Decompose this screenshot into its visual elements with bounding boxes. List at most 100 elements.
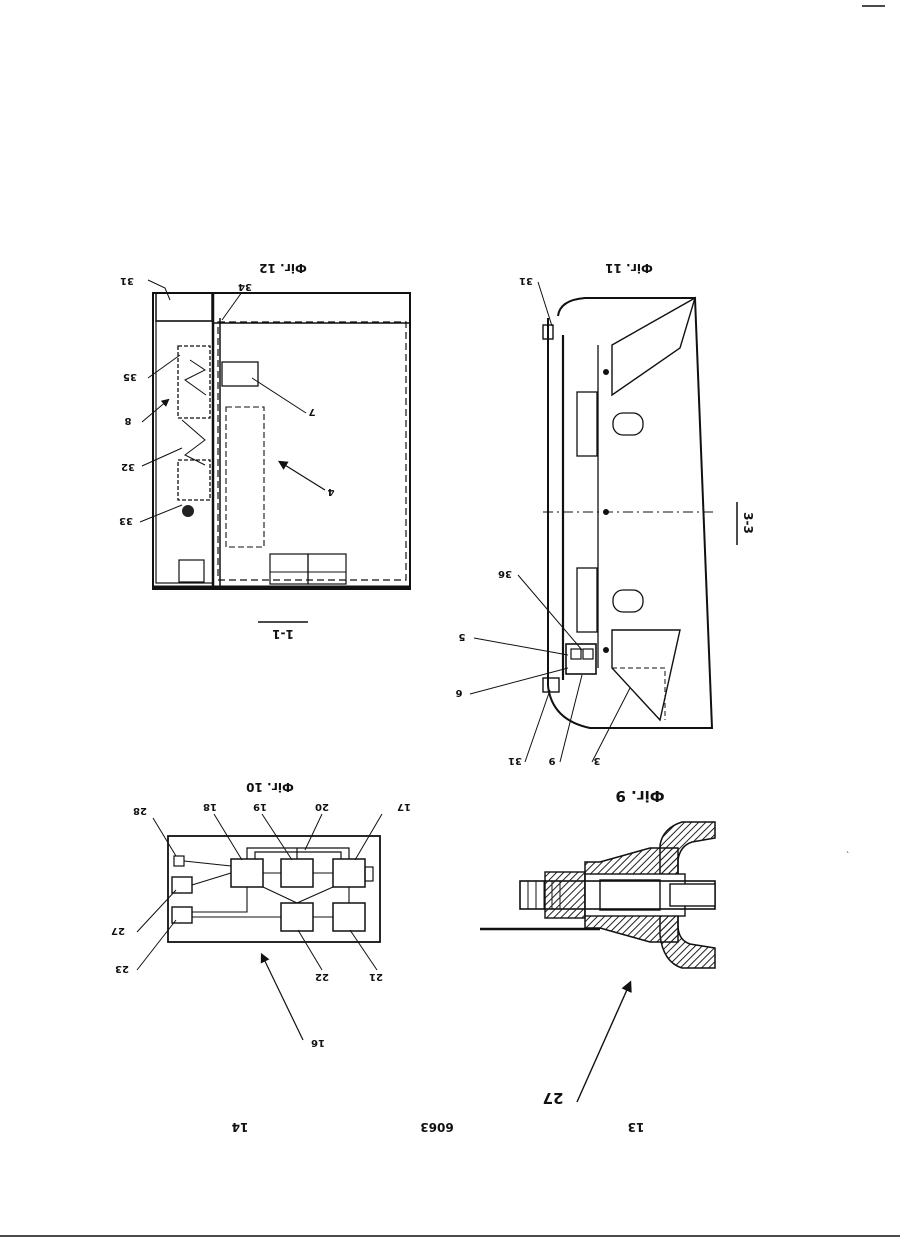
- fig11-leader-9: [560, 675, 582, 762]
- fig12-leader-31: [148, 280, 170, 300]
- fig12-module-lower: [178, 460, 210, 500]
- fig12-label-33: 33: [119, 515, 133, 526]
- fig10-links: [184, 861, 349, 917]
- fig12-housing: [153, 293, 410, 589]
- fig11-block-5-inner: [571, 649, 581, 659]
- fig10-leader-20: [305, 814, 322, 850]
- fig11-label-36: 36: [498, 568, 512, 579]
- patent-number: 6063: [420, 1120, 453, 1134]
- fig9-shaft-end: [670, 884, 715, 906]
- fig10-label-27: 27: [111, 925, 125, 936]
- fig12-leader-32: [142, 448, 182, 466]
- fig11-screw-1: [603, 369, 609, 375]
- fig12-label-31: 31: [120, 275, 134, 286]
- fig10-title: Фіг. 10: [246, 780, 294, 794]
- fig9-label-27: 27: [543, 1089, 564, 1107]
- fig10-label-22: 22: [315, 971, 329, 982]
- fig9-leader-27: [577, 983, 630, 1102]
- fig11-leader-6: [470, 668, 568, 694]
- fig11-label-6: 6: [455, 687, 462, 698]
- fig10-leader-22: [298, 930, 322, 970]
- fig11-upper-wedge: [612, 298, 695, 395]
- fig11-leader-5: [474, 638, 568, 655]
- fig12-label-7: 7: [308, 406, 315, 417]
- fig11-window-lower: [613, 590, 643, 612]
- fig10-label-18: 18: [203, 801, 217, 812]
- fig12-leader-7: [252, 378, 306, 413]
- fig12-label-8: 8: [124, 415, 131, 426]
- fig12-label-32: 32: [121, 461, 135, 472]
- figure-12: Фіг. 12 31: [119, 261, 410, 641]
- fig12-leader-33: [140, 505, 182, 522]
- fig11-lower-wedge: [612, 630, 680, 720]
- fig10-label-21: 21: [369, 971, 383, 982]
- fig10-label-23: 23: [115, 963, 129, 974]
- fig10-label-17: 17: [397, 801, 411, 812]
- fig12-chamber-dashed: [218, 322, 406, 580]
- page-number-left: 14: [232, 1120, 249, 1134]
- fig12-module-upper: [178, 346, 210, 418]
- fig10-block-17: [333, 859, 365, 887]
- figure-10: Фіг. 10 28 18 19 20 17 27 23 22 21 16: [111, 780, 411, 1048]
- fig10-leader-16: [262, 955, 303, 1040]
- fig12-label-4: 4: [327, 486, 334, 497]
- fig12-element-4: [226, 407, 264, 547]
- fig11-label-31a: 31: [519, 275, 533, 286]
- fig10-bus-20: [255, 852, 341, 859]
- figure-9: Фіг. 9 27: [480, 787, 715, 1107]
- fig10-label-19: 19: [253, 801, 267, 812]
- fig10-block-21: [333, 903, 365, 931]
- fig10-label-16: 16: [311, 1037, 325, 1048]
- fig12-terminal: [182, 505, 194, 517]
- fig10-block-22: [281, 903, 313, 931]
- fig10-leader-17: [355, 814, 382, 860]
- fig10-block-18: [231, 859, 263, 887]
- fig11-block-36: [583, 649, 593, 659]
- fig11-slot-lower: [577, 568, 597, 632]
- margin-tick: `: [846, 850, 850, 860]
- fig10-leader-21: [350, 930, 377, 970]
- fig11-label-3: 3: [593, 755, 600, 766]
- fig12-leader-8: [142, 400, 168, 422]
- fig12-bottom-box: [179, 560, 204, 582]
- fig11-slot-upper: [577, 392, 597, 456]
- fig11-clip-bottom: [543, 678, 559, 692]
- fig10-label-20: 20: [315, 801, 329, 812]
- fig12-left-channel: [156, 321, 213, 583]
- fig11-label-31b: 31: [508, 755, 522, 766]
- fig12-label-34: 34: [238, 281, 252, 292]
- fig11-screw-2: [603, 509, 609, 515]
- fig12-leader-4: [280, 462, 325, 490]
- fig9-title: Фіг. 9: [615, 787, 664, 805]
- fig12-bracket-7: [222, 362, 258, 386]
- fig10-label-28: 28: [133, 805, 147, 816]
- fig11-screw-3: [603, 647, 609, 653]
- fig11-label-5: 5: [458, 631, 465, 642]
- fig12-block-31: [156, 293, 212, 321]
- fig12-wiring: [182, 360, 206, 465]
- fig10-leader-19: [262, 814, 292, 860]
- figure-11: Фіг. 11 31 36 5 6 31 9: [455, 261, 755, 766]
- fig10-leader-23: [137, 920, 176, 970]
- fig11-outer-body: [548, 298, 712, 728]
- fig11-leader-3: [592, 688, 630, 762]
- fig11-leader-31b: [525, 690, 550, 762]
- fig10-bus-top: [247, 848, 349, 859]
- fig9-nut: [545, 872, 585, 918]
- fig11-leader-31a: [538, 282, 552, 326]
- fig11-section-label: 3-3: [741, 512, 755, 534]
- fig10-leader-28: [153, 818, 176, 856]
- fig12-title: Фіг. 12: [259, 261, 307, 275]
- fig11-window-upper: [613, 413, 643, 435]
- fig10-leader-27: [137, 890, 176, 932]
- fig10-leader-18: [214, 814, 242, 860]
- fig10-block-28: [174, 856, 184, 866]
- fig10-block-19: [281, 859, 313, 887]
- fig12-section-label: 1-1: [272, 627, 294, 641]
- fig12-leader-34: [222, 292, 242, 320]
- fig11-title: Фіг. 11: [605, 261, 653, 275]
- fig11-leader-36: [518, 575, 582, 650]
- fig12-label-35: 35: [123, 371, 137, 382]
- fig10-connector: [365, 867, 373, 881]
